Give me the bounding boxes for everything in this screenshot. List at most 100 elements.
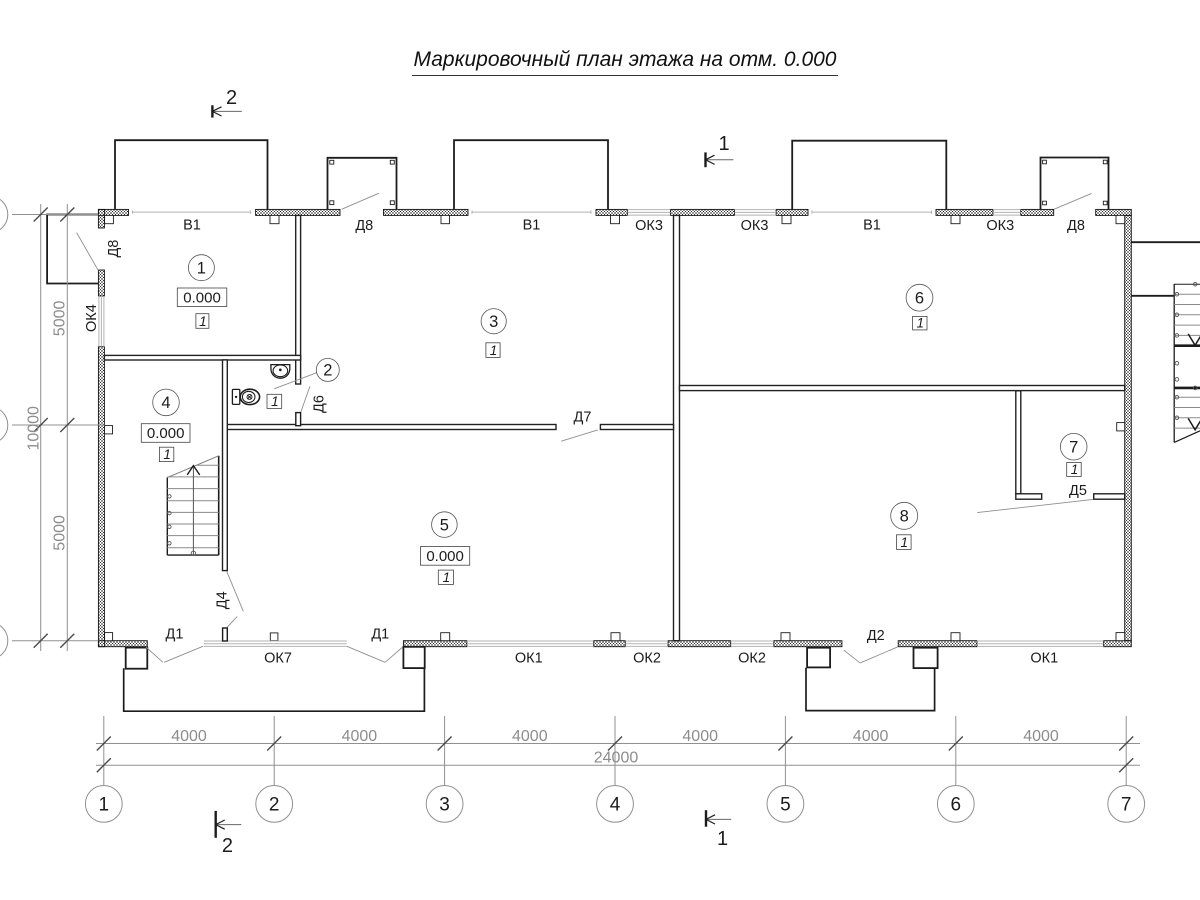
column-grid3-bottom bbox=[440, 632, 451, 642]
column-grid2-top bbox=[269, 214, 280, 225]
top-wall-pier-4 bbox=[595, 208, 628, 216]
room-4-elevation-box bbox=[140, 423, 191, 443]
ext-stair-post bbox=[1174, 377, 1180, 382]
sink-bowl bbox=[272, 364, 289, 378]
column-grid6-bottom bbox=[950, 632, 961, 642]
dim-tick bbox=[437, 736, 453, 751]
grid-bubble-7 bbox=[1107, 785, 1146, 823]
swing-d8-top-right bbox=[1054, 192, 1092, 210]
toilet-tank-dot bbox=[234, 395, 238, 399]
leader-room2 bbox=[274, 372, 317, 390]
porch-pier-4 bbox=[912, 646, 939, 670]
drawing-title: Маркировочный план этажа на отм. 0.000 bbox=[25, 48, 1200, 76]
dim-tick bbox=[948, 736, 964, 751]
porch-door-d8-right bbox=[1039, 156, 1110, 210]
dim-span-4000: 4000 bbox=[1023, 728, 1059, 745]
section-1-top-arrowhead bbox=[704, 154, 715, 165]
canopy-post bbox=[389, 159, 395, 165]
partition-mid-west bbox=[226, 423, 557, 431]
grid-bubble-label-7: 7 bbox=[1121, 795, 1132, 816]
column-grid3-top bbox=[440, 214, 450, 225]
top-wall-pier-8 bbox=[1020, 208, 1055, 216]
room-1-type: 1 bbox=[199, 314, 207, 329]
room-3-type-box bbox=[485, 342, 501, 358]
left-grid-bubble-1 bbox=[0, 409, 9, 441]
label-d2: Д2 bbox=[867, 628, 885, 644]
ext-stair-cut bbox=[1173, 430, 1200, 443]
dim-tick bbox=[777, 736, 793, 751]
room-7-type-box bbox=[1066, 462, 1082, 477]
dim-total-24000: 24000 bbox=[594, 749, 639, 766]
dim-tick bbox=[266, 736, 282, 751]
label-ok2-b: ОК2 bbox=[738, 650, 766, 666]
toilet-bowl-inner bbox=[241, 390, 256, 404]
stair-rail-post bbox=[167, 494, 172, 499]
label-ok2-a: ОК2 bbox=[633, 650, 661, 666]
canopy-post bbox=[1042, 159, 1047, 165]
partition-center-vertical bbox=[672, 214, 681, 642]
room-6-number: 6 bbox=[915, 290, 924, 308]
stoop-west bbox=[46, 213, 99, 285]
room-3-type: 1 bbox=[490, 343, 498, 358]
sink-outline bbox=[270, 363, 291, 379]
stair-rail-post bbox=[167, 510, 172, 516]
toilet-bowl-outer bbox=[239, 388, 261, 406]
ext-stair-post bbox=[1192, 281, 1198, 287]
top-wall-corner-right bbox=[1095, 208, 1132, 216]
label-d8-west: Д8 bbox=[106, 240, 122, 258]
column-rowB-left bbox=[104, 425, 113, 435]
dim-tick bbox=[607, 736, 623, 751]
grid-bubble-label-4: 4 bbox=[610, 795, 621, 816]
swing-d2-2 bbox=[859, 646, 899, 664]
ext-stair-post bbox=[1174, 415, 1180, 421]
bottom-wall-pier-3 bbox=[593, 640, 626, 648]
room-2-type-box bbox=[266, 393, 283, 409]
top-wall-pier-3 bbox=[383, 208, 469, 216]
label-d1-a: Д1 bbox=[166, 627, 184, 643]
dim-tick bbox=[96, 736, 112, 751]
grid-bubble-5 bbox=[766, 785, 805, 823]
grid-bubble-label-6: 6 bbox=[951, 795, 962, 816]
room-5-type: 1 bbox=[443, 570, 451, 585]
section-1-bottom-label: 1 bbox=[717, 828, 728, 850]
partition-room7-return bbox=[1015, 493, 1043, 500]
label-ok4: ОК4 bbox=[84, 304, 100, 332]
dim-tick bbox=[96, 757, 112, 773]
top-wall-pier-5 bbox=[669, 208, 735, 216]
label-d7: Д7 bbox=[574, 410, 592, 426]
swing-d1-b1 bbox=[346, 645, 386, 663]
room-1-elevation: 0.000 bbox=[183, 289, 221, 306]
stair-walk-start bbox=[190, 550, 197, 556]
swing-d5 bbox=[977, 498, 1093, 514]
toilet-star-circle bbox=[246, 393, 253, 400]
toilet-star bbox=[247, 394, 252, 400]
left-wall-pier-mid bbox=[97, 269, 105, 297]
room-2-number: 2 bbox=[323, 362, 332, 380]
swing-d2-1 bbox=[843, 649, 861, 664]
label-d6: Д6 bbox=[312, 395, 328, 413]
dim-tick bbox=[33, 633, 49, 649]
porch-south-west bbox=[122, 668, 426, 713]
room-1-elevation-box bbox=[176, 287, 228, 307]
canopy-gate-2 bbox=[453, 139, 609, 210]
label-v1-c: В1 bbox=[863, 218, 881, 234]
top-wall-pier-7 bbox=[935, 208, 994, 216]
left-dim-5000: 5000 bbox=[52, 515, 69, 551]
bottom-wall-corner-left bbox=[97, 640, 148, 648]
label-ok3-b: ОК3 bbox=[741, 218, 769, 234]
label-v1-b: В1 bbox=[523, 218, 541, 234]
column-grid5-bottom bbox=[780, 632, 791, 642]
dim-span-4000: 4000 bbox=[853, 728, 889, 745]
room-5-type-box bbox=[437, 569, 454, 585]
swing-d1-a1 bbox=[145, 646, 164, 663]
column-rowB-right bbox=[1116, 422, 1126, 432]
room-2-type: 1 bbox=[271, 394, 279, 409]
left-grid-bubble-0 bbox=[0, 198, 9, 231]
label-d8-top-left: Д8 bbox=[355, 218, 373, 234]
grid-bubble-6 bbox=[936, 785, 975, 823]
room-4-type-box bbox=[158, 446, 175, 463]
grid-bubble-label-2: 2 bbox=[269, 795, 280, 816]
room-2-circle bbox=[315, 357, 340, 382]
room-5-elevation: 0.000 bbox=[426, 548, 464, 565]
